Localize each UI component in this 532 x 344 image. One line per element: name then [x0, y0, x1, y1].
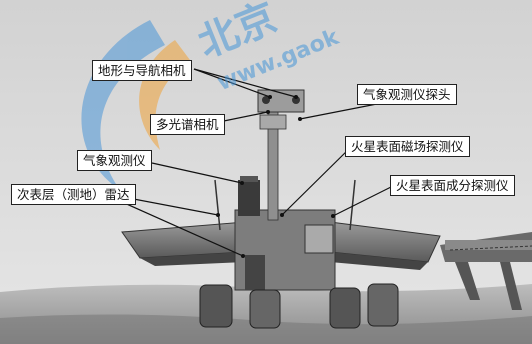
label-terrain-nav-camera: 地形与导航相机	[92, 60, 192, 81]
wheels	[199, 283, 399, 329]
leader-arrowheads	[216, 95, 335, 258]
label-subsurface-radar: 次表层（测地）雷达	[11, 184, 136, 205]
label-weather-probe: 气象观测仪探头	[357, 84, 457, 105]
lander	[440, 232, 532, 310]
label-magnetic-probe: 火星表面磁场探测仪	[345, 136, 470, 157]
label-weather-instrument: 气象观测仪	[77, 150, 152, 171]
label-multispectral-camera: 多光谱相机	[150, 114, 225, 135]
label-composition-probe: 火星表面成分探测仪	[390, 175, 515, 196]
